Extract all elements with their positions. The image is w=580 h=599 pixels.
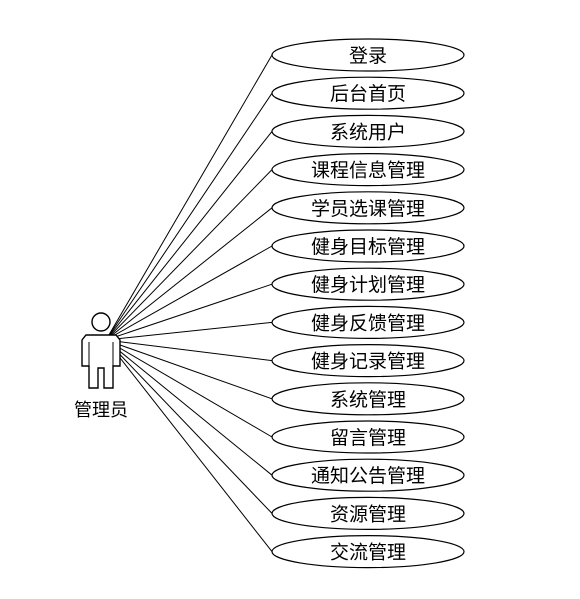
association-line xyxy=(105,339,273,552)
use-case-ellipse xyxy=(271,496,465,531)
actor-head xyxy=(91,312,111,332)
use-case-label: 通知公告管理 xyxy=(311,465,425,487)
use-case: 资源管理 xyxy=(271,496,465,531)
use-case-label: 学员选课管理 xyxy=(311,198,425,220)
use-case: 健身目标管理 xyxy=(271,229,465,263)
use-case-label: 课程信息管理 xyxy=(311,160,425,182)
use-case-label: 交流管理 xyxy=(330,542,406,564)
association-line xyxy=(105,245,273,341)
association-line xyxy=(105,339,273,438)
use-case-ellipse xyxy=(271,114,465,148)
use-case-label: 登录 xyxy=(349,45,387,67)
use-case-ellipse xyxy=(271,191,465,225)
use-case-ellipse xyxy=(271,38,465,72)
use-case-ellipse xyxy=(271,534,465,569)
use-case-label: 健身记录管理 xyxy=(311,351,425,373)
actor-body xyxy=(81,334,121,389)
association-line xyxy=(105,339,273,400)
use-case: 留言管理 xyxy=(271,420,465,454)
use-case-label: 资源管理 xyxy=(330,503,406,525)
associations xyxy=(105,54,273,552)
use-case-ellipse xyxy=(271,305,465,339)
use-case-ellipse xyxy=(271,229,465,263)
use-case-label: 健身目标管理 xyxy=(311,236,425,258)
actor-name: 管理员 xyxy=(74,400,128,421)
use-case: 通知公告管理 xyxy=(271,458,465,492)
use-case: 健身记录管理 xyxy=(271,344,465,378)
use-case: 系统用户 xyxy=(271,114,465,148)
use-case-label: 系统用户 xyxy=(330,121,406,143)
use-case-label: 健身反馈管理 xyxy=(311,312,425,334)
association-line xyxy=(105,131,273,341)
association-line xyxy=(105,321,273,341)
use-case: 后台首页 xyxy=(271,76,465,110)
use-cases: 登录后台首页系统用户课程信息管理学员选课管理健身目标管理健身计划管理健身反馈管理… xyxy=(271,38,465,569)
use-case: 课程信息管理 xyxy=(271,153,465,187)
association-line xyxy=(105,54,273,341)
association-line xyxy=(105,339,273,476)
use-case-ellipse xyxy=(271,382,465,416)
association-line xyxy=(105,339,273,514)
association-line xyxy=(105,169,273,341)
use-case: 健身计划管理 xyxy=(271,267,465,301)
use-case-label: 留言管理 xyxy=(330,427,406,449)
use-case-ellipse xyxy=(271,267,465,301)
use-case-ellipse xyxy=(271,76,465,110)
actor-admin: 管理员 xyxy=(74,312,128,421)
association-line xyxy=(105,92,273,341)
use-case-ellipse xyxy=(271,344,465,378)
use-case-label: 健身计划管理 xyxy=(311,274,425,296)
use-case-ellipse xyxy=(271,420,465,454)
use-case: 系统管理 xyxy=(271,382,465,416)
use-case-label: 后台首页 xyxy=(330,83,406,105)
use-case: 学员选课管理 xyxy=(271,191,465,225)
use-case: 健身反馈管理 xyxy=(271,305,465,339)
use-case: 登录 xyxy=(271,38,465,72)
use-case-ellipse xyxy=(271,458,465,492)
association-line xyxy=(105,283,273,341)
association-line xyxy=(105,207,273,341)
use-case-ellipse xyxy=(271,153,465,187)
association-line xyxy=(105,339,273,362)
use-case: 交流管理 xyxy=(271,534,465,569)
use-case-label: 系统管理 xyxy=(330,389,406,411)
